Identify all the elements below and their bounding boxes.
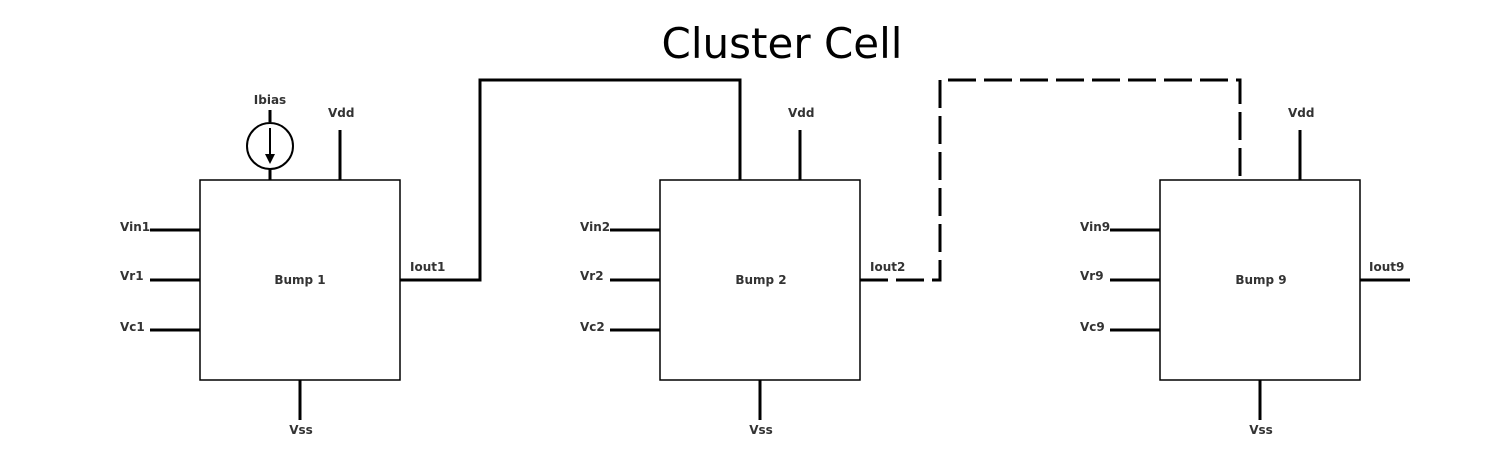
vr-label-9: Vr9 — [1080, 269, 1104, 283]
vin-label-2: Vin2 — [580, 220, 610, 234]
bump-label-1: Bump 1 — [274, 273, 325, 287]
vss-label-2: Vss — [749, 423, 773, 437]
vin-label-1: Vin1 — [120, 220, 150, 234]
bump-label-2: Bump 2 — [735, 273, 786, 287]
vc-label-9: Vc9 — [1080, 320, 1105, 334]
bump-block-1: Bump 1 Vin1 Vr1 Vc1 Vdd Vss Iout1 Ibias — [120, 93, 445, 437]
vc-label-1: Vc1 — [120, 320, 145, 334]
iout1-to-bump2-wire — [400, 78, 742, 282]
iout-label-1: Iout1 — [410, 260, 445, 274]
ibias-label: Ibias — [254, 93, 286, 107]
bump-box-9 — [1159, 179, 1361, 381]
vdd-label-2: Vdd — [788, 106, 814, 120]
bump-label-9: Bump 9 — [1235, 273, 1286, 287]
bump-box-2 — [659, 179, 861, 381]
vdd-label-9: Vdd — [1288, 106, 1314, 120]
iout-label-2: Iout2 — [870, 260, 905, 274]
vr-label-1: Vr1 — [120, 269, 144, 283]
diagram-title: Cluster Cell — [662, 19, 903, 68]
iout-label-9: Iout9 — [1369, 260, 1404, 274]
bump-block-2: Bump 2 Vin2 Vr2 Vc2 Vdd Vss Iout2 — [580, 106, 905, 437]
vss-label-1: Vss — [289, 423, 313, 437]
vss-label-9: Vss — [1249, 423, 1273, 437]
current-arrowhead-icon — [265, 154, 275, 164]
vin-label-9: Vin9 — [1080, 220, 1110, 234]
iout2-to-bump9-wire — [860, 78, 1242, 282]
bump-block-9: Bump 9 Vin9 Vr9 Vc9 Vdd Vss Iout9 — [1080, 106, 1410, 437]
vr-label-2: Vr2 — [580, 269, 604, 283]
vc-label-2: Vc2 — [580, 320, 605, 334]
bump-box-1 — [199, 179, 401, 381]
vdd-label-1: Vdd — [328, 106, 354, 120]
